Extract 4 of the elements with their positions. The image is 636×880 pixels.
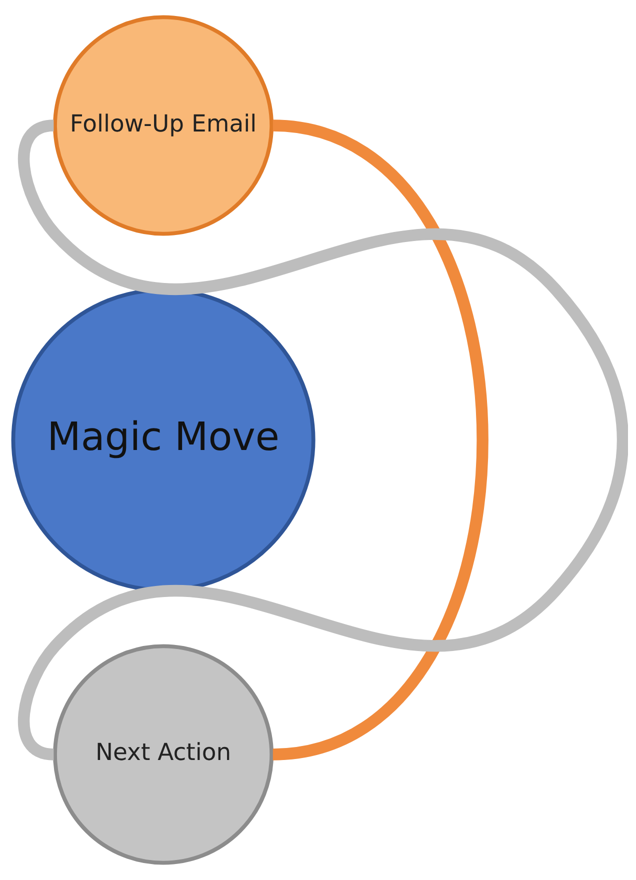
node-circle: Follow-Up Email <box>53 15 274 236</box>
node-circle: Next Action <box>53 644 274 865</box>
connector <box>272 120 488 760</box>
node-circle: Magic Move <box>11 288 316 592</box>
